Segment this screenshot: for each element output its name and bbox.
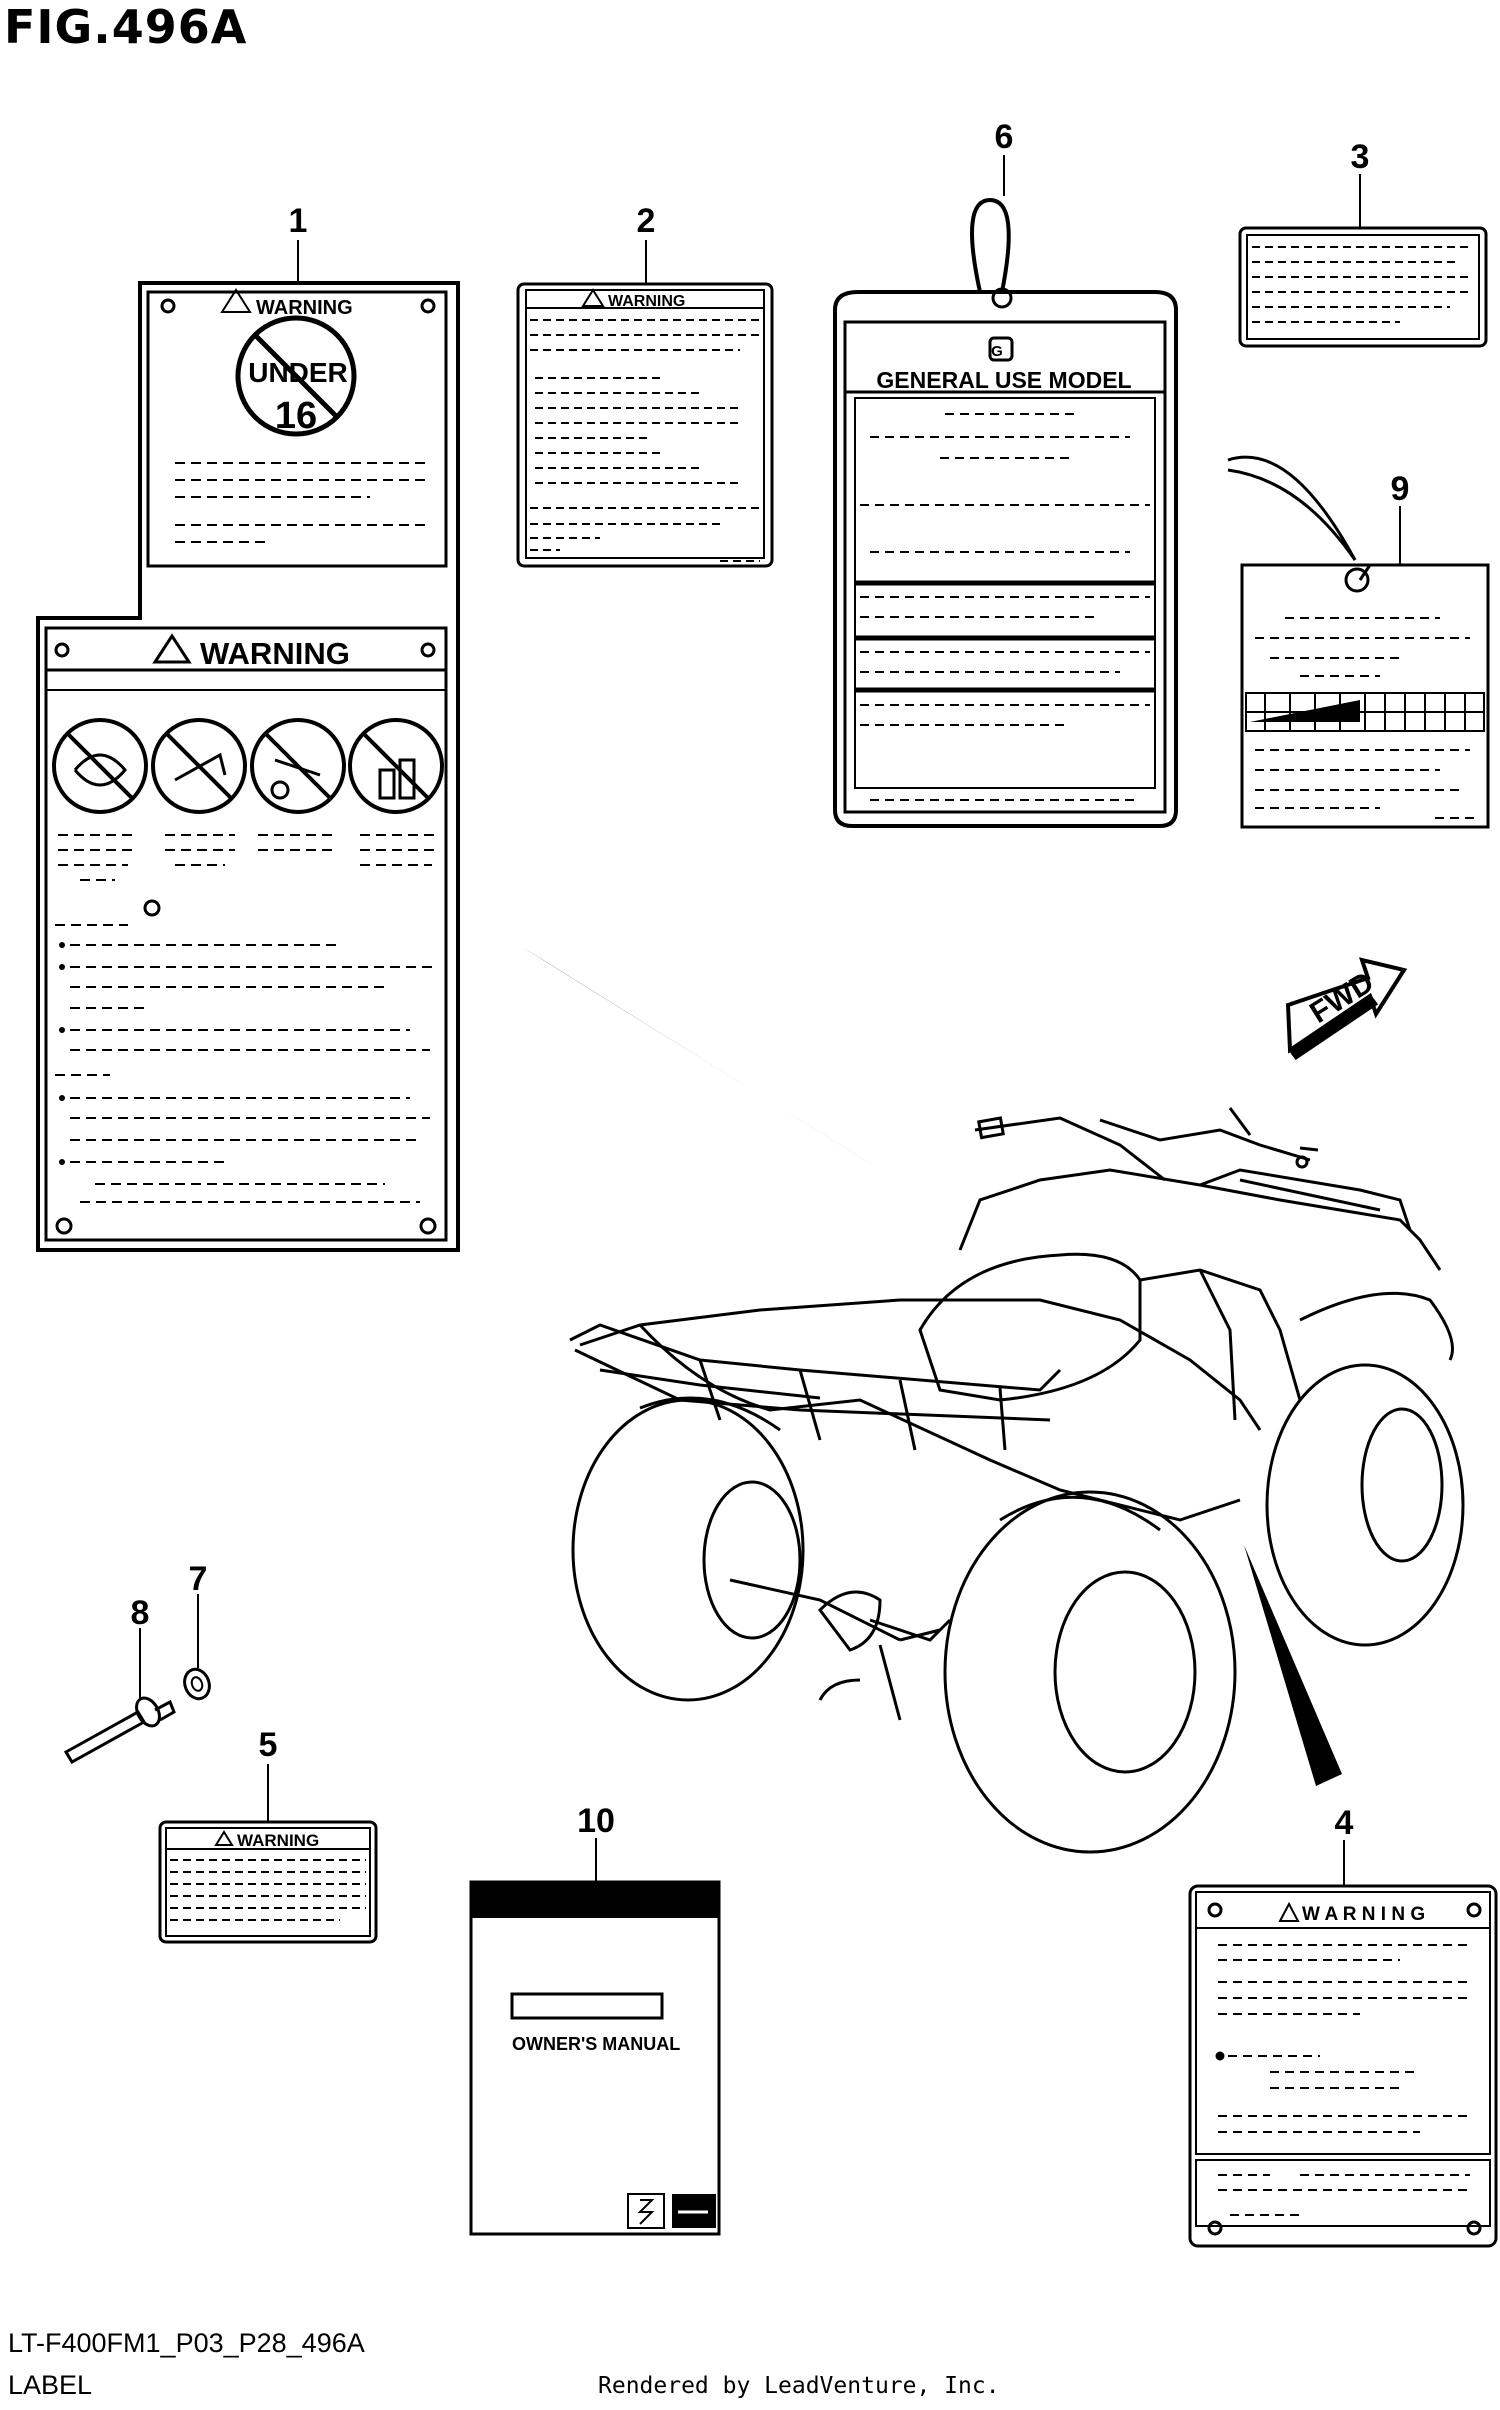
callout-10: 10 bbox=[577, 1802, 615, 1840]
callout-6: 6 bbox=[995, 118, 1014, 156]
callout-9: 9 bbox=[1391, 470, 1410, 508]
item5-warning-text: WARNING bbox=[237, 1831, 319, 1850]
diagram-code: LT-F400FM1_P03_P28_496A bbox=[8, 2328, 365, 2358]
washer-item-7[interactable] bbox=[181, 1666, 214, 1702]
item1-lower-warning-text: WARNING bbox=[200, 636, 350, 671]
label-item-4[interactable] bbox=[1188, 1884, 1498, 2248]
general-use-model-text: GENERAL USE MODEL bbox=[876, 367, 1131, 393]
owners-manual-text: OWNER'S MANUAL bbox=[512, 2034, 680, 2054]
render-credit: Rendered by LeadVenture, Inc. bbox=[598, 2373, 1000, 2399]
callout-8: 8 bbox=[131, 1594, 150, 1632]
callout-3: 3 bbox=[1351, 138, 1370, 176]
suzuki-logo-icon bbox=[637, 2199, 655, 2225]
callout-leaders bbox=[139, 155, 1401, 1886]
owners-manual-item-10[interactable] bbox=[469, 1880, 721, 2236]
leader-wedge-item-4 bbox=[1244, 1545, 1342, 1786]
item2-warning-text: WARNING bbox=[608, 293, 685, 310]
callout-2: 2 bbox=[637, 202, 656, 240]
label-item-3[interactable] bbox=[1238, 226, 1488, 348]
label-item-2[interactable] bbox=[516, 282, 774, 568]
callout-1: 1 bbox=[289, 202, 308, 240]
g-mark-text: G bbox=[991, 343, 1003, 360]
tag-item-9[interactable] bbox=[1227, 455, 1490, 829]
tag-item-6[interactable] bbox=[833, 197, 1178, 828]
under-text: UNDER bbox=[248, 357, 348, 388]
callout-7: 7 bbox=[189, 1560, 208, 1598]
label-item-1[interactable] bbox=[36, 281, 460, 1252]
callout-4: 4 bbox=[1335, 1804, 1354, 1842]
callout-5: 5 bbox=[259, 1726, 278, 1764]
age-16-text: 16 bbox=[275, 395, 317, 437]
fwd-arrow-icon bbox=[1285, 957, 1408, 1061]
item1-warning-text: WARNING bbox=[256, 297, 353, 319]
atv-illustration bbox=[569, 1107, 1465, 1854]
figure-title: FIG.496A bbox=[4, 0, 248, 54]
item4-warning-text: W A R N I N G bbox=[1302, 1904, 1425, 1925]
rivet-item-8[interactable] bbox=[63, 1694, 176, 1765]
section-label: LABEL bbox=[8, 2370, 93, 2400]
leader-wedge-item-1 bbox=[522, 947, 958, 1218]
